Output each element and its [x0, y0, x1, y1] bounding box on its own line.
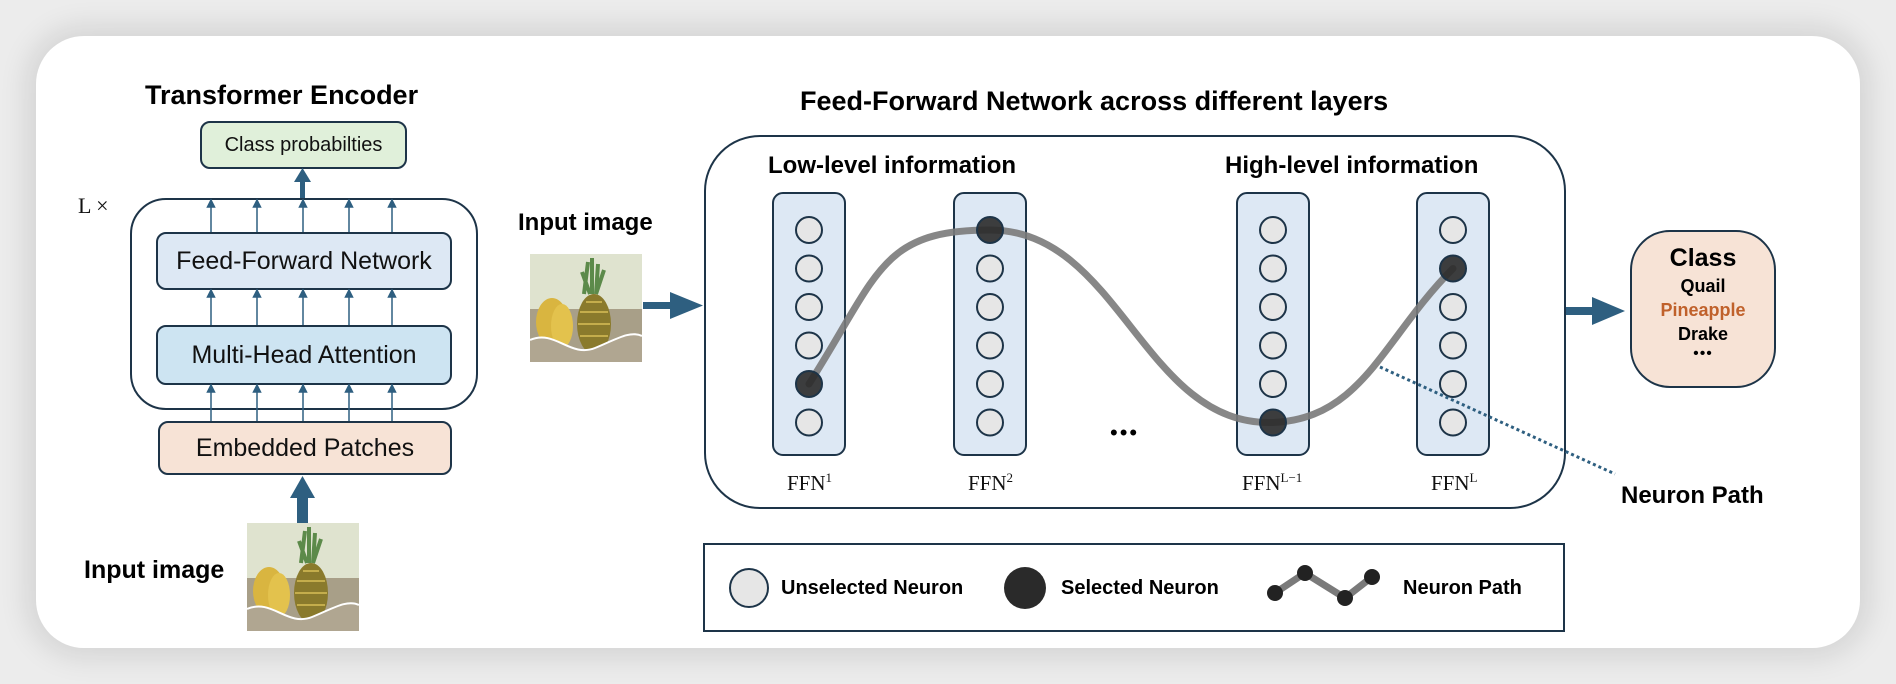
small-arrows-bottom	[206, 383, 397, 421]
ffn-layers-container	[704, 135, 1566, 509]
ffn-layer-column	[1236, 192, 1310, 456]
unselected-neuron	[976, 293, 1004, 321]
legend-unselected-label: Unselected Neuron	[781, 577, 964, 599]
unselected-neuron	[1439, 331, 1467, 360]
ffn-input-label: Input image	[518, 209, 653, 236]
class-probabilities-box: Class probabilties	[200, 121, 407, 169]
small-arrow-head	[344, 198, 354, 208]
legend-box	[703, 543, 1565, 632]
small-arrow-head	[206, 198, 216, 208]
ffn-layer-column	[1416, 192, 1490, 456]
unselected-neuron	[1259, 293, 1287, 321]
small-arrow-head	[387, 288, 397, 298]
thick-arrow-right-to-class	[1565, 297, 1625, 325]
selected-neuron	[976, 216, 1004, 244]
mha-block-label: Multi-Head Attention	[191, 340, 417, 369]
unselected-neuron	[1259, 216, 1287, 244]
small-arrow-head	[206, 288, 216, 298]
unselected-neuron	[1439, 216, 1467, 244]
unselected-neuron	[976, 331, 1004, 360]
encoder-input-label: Input image	[84, 556, 225, 584]
legend-unselected-neuron-icon	[729, 568, 769, 608]
repeat-label: L ×	[78, 193, 109, 218]
class-probabilities-label: Class probabilties	[224, 133, 383, 156]
unselected-neuron	[795, 293, 823, 321]
small-arrow-head	[298, 198, 308, 208]
class-item-pineapple: Pineapple	[1660, 300, 1746, 320]
unselected-neuron	[1259, 370, 1287, 398]
class-box: Class Quail Pineapple Drake •••	[1630, 230, 1776, 388]
unselected-neuron	[1439, 370, 1467, 398]
unselected-neuron	[795, 408, 823, 437]
small-arrow-head	[298, 383, 308, 393]
encoder-layer-container	[130, 198, 478, 410]
unselected-neuron	[795, 254, 823, 283]
low-level-label: Low-level information	[768, 152, 1017, 179]
small-arrows-top	[206, 198, 397, 232]
layer-ellipsis: •••	[1110, 420, 1140, 445]
small-arrow-head	[344, 288, 354, 298]
legend-neuron-path-icon	[1267, 565, 1380, 606]
unselected-neuron	[795, 216, 823, 244]
small-arrow-head	[252, 198, 262, 208]
encoder-input-image	[247, 523, 359, 631]
unselected-neuron	[976, 408, 1004, 437]
thick-arrow-up-from-image	[290, 476, 315, 523]
class-box-title: Class	[1669, 244, 1737, 272]
thick-arrow-right-to-ffn	[643, 292, 703, 319]
small-arrow-head	[387, 383, 397, 393]
ffn-block: Feed-Forward Network	[156, 232, 452, 290]
ffn-label-l: FFNL	[1431, 470, 1478, 495]
small-arrow-head	[252, 383, 262, 393]
selected-neuron	[1439, 254, 1467, 283]
unselected-neuron	[1259, 331, 1287, 360]
small-arrows-middle	[206, 288, 397, 325]
unselected-neuron	[1259, 254, 1287, 283]
neuron-path-label: Neuron Path	[1621, 482, 1764, 509]
ffn-section-title: Feed-Forward Network across different la…	[800, 86, 1389, 116]
embedded-patches-label: Embedded Patches	[195, 433, 415, 462]
class-item-quail: Quail	[1680, 276, 1726, 296]
small-arrow-head	[298, 288, 308, 298]
legend-selected-label: Selected Neuron	[1061, 577, 1219, 599]
ffn-input-image	[530, 253, 642, 363]
unselected-neuron	[1439, 408, 1467, 437]
unselected-neuron	[976, 370, 1004, 398]
selected-neuron	[795, 370, 823, 398]
unselected-neuron	[795, 331, 823, 360]
ffn-label-2: FFN2	[968, 470, 1014, 495]
high-level-label: High-level information	[1225, 152, 1479, 179]
mha-block: Multi-Head Attention	[156, 325, 452, 385]
small-arrow-head	[206, 383, 216, 393]
encoder-title: Transformer Encoder	[145, 80, 419, 110]
ffn-label-l-minus-1: FFNL−1	[1242, 470, 1303, 495]
neuron-path-curve	[805, 226, 1457, 427]
thick-arrow-up-to-class	[294, 168, 311, 198]
small-arrow-head	[387, 198, 397, 208]
ffn-block-label: Feed-Forward Network	[176, 246, 432, 275]
legend-selected-neuron-icon	[1004, 567, 1046, 609]
neuron-path-callout-line	[1379, 365, 1616, 476]
embedded-patches-block: Embedded Patches	[158, 421, 452, 475]
ffn-label-1: FFN1	[787, 470, 833, 495]
ffn-layer-column	[953, 192, 1027, 456]
unselected-neuron	[976, 254, 1004, 283]
unselected-neuron	[1439, 293, 1467, 321]
class-item-drake: Drake	[1677, 324, 1729, 344]
small-arrow-head	[344, 383, 354, 393]
selected-neuron	[1259, 408, 1287, 437]
class-ellipsis: •••	[1693, 345, 1713, 362]
small-arrow-head	[252, 288, 262, 298]
legend-path-label: Neuron Path	[1403, 577, 1522, 599]
